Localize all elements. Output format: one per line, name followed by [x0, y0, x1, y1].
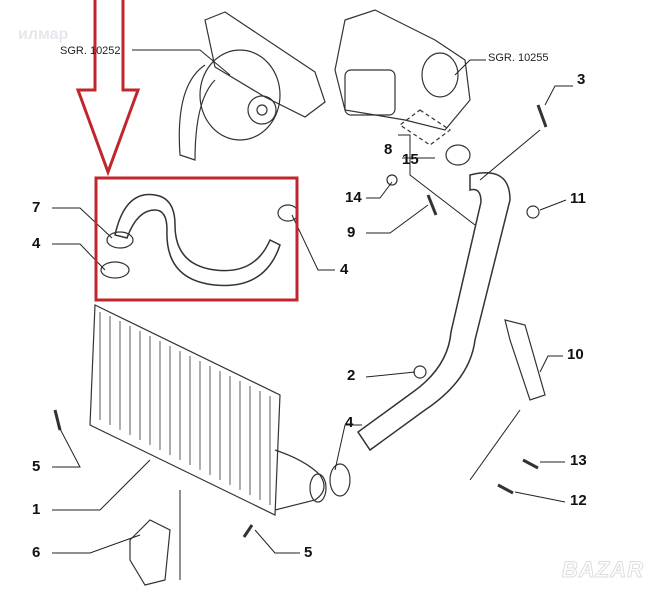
pipe-drawing — [356, 172, 511, 452]
turbocharger-drawing — [178, 11, 326, 161]
callout-8: 8 — [384, 141, 393, 158]
callout-1: 1 — [32, 501, 41, 518]
callout-10: 10 — [567, 346, 584, 363]
callout-5-right: 5 — [304, 544, 313, 561]
reference-label-right: SGR. 10255 — [488, 52, 549, 64]
highlight-arrow — [75, 0, 141, 177]
callout-13: 13 — [570, 452, 587, 469]
callout-5-left: 5 — [32, 458, 41, 475]
callout-2: 2 — [347, 367, 356, 384]
callout-4-left: 4 — [32, 235, 41, 252]
callout-4-lower: 4 — [345, 414, 354, 431]
reference-label-left: SGR. 10252 — [60, 45, 121, 57]
highlight-box — [94, 176, 299, 302]
callout-12: 12 — [570, 492, 587, 509]
callout-9: 9 — [347, 224, 356, 241]
bazar-logo: BAZAR — [562, 557, 644, 583]
callout-3: 3 — [577, 71, 586, 88]
callout-7: 7 — [32, 199, 41, 216]
intercooler-drawing — [89, 304, 327, 516]
callout-6: 6 — [32, 544, 41, 561]
callout-14: 14 — [345, 189, 362, 206]
hose-7-drawing — [114, 193, 281, 287]
callout-15: 15 — [402, 151, 419, 168]
callout-11: 11 — [570, 190, 586, 207]
egr-valve-drawing — [334, 9, 471, 146]
callout-4-right: 4 — [340, 261, 349, 278]
watermark-text: илмар — [18, 26, 69, 43]
